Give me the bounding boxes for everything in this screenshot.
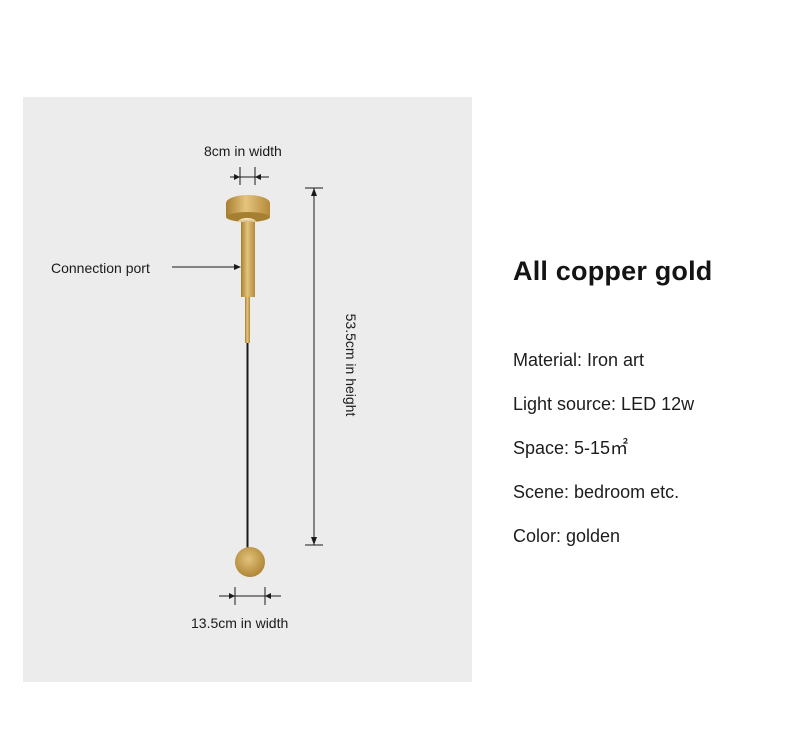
spec-space: Space: 5-15㎡: [513, 438, 629, 458]
spec-material: Material: Iron art: [513, 350, 645, 370]
connection-port-label: Connection port: [51, 260, 150, 276]
lamp-stem: [245, 297, 250, 343]
height-label: 53.5cm in height: [343, 313, 359, 417]
lamp-head: [226, 195, 270, 226]
bottom-width-label: 13.5cm in width: [191, 615, 289, 631]
top-width-dimension: [230, 167, 269, 185]
spec-color: Color: golden: [513, 526, 621, 546]
connection-port-arrow: [172, 264, 241, 270]
lamp-body: [241, 222, 255, 297]
wall-base: [235, 547, 265, 577]
bottom-width-dimension: [219, 587, 281, 605]
product-info: All copper gold Material: Iron art Light…: [513, 254, 713, 546]
height-dimension: [305, 187, 323, 546]
spec-light-source: Light source: LED 12w: [513, 394, 695, 414]
top-width-label: 8cm in width: [204, 143, 282, 159]
spec-list: Material: Iron art Light source: LED 12w…: [513, 348, 694, 568]
product-image-panel: 8cm in width Connection port 53.5cm in h…: [23, 97, 472, 682]
product-title: All copper gold: [513, 256, 713, 286]
spec-scene: Scene: bedroom etc.: [513, 482, 680, 502]
lamp-diagram: [172, 167, 323, 605]
